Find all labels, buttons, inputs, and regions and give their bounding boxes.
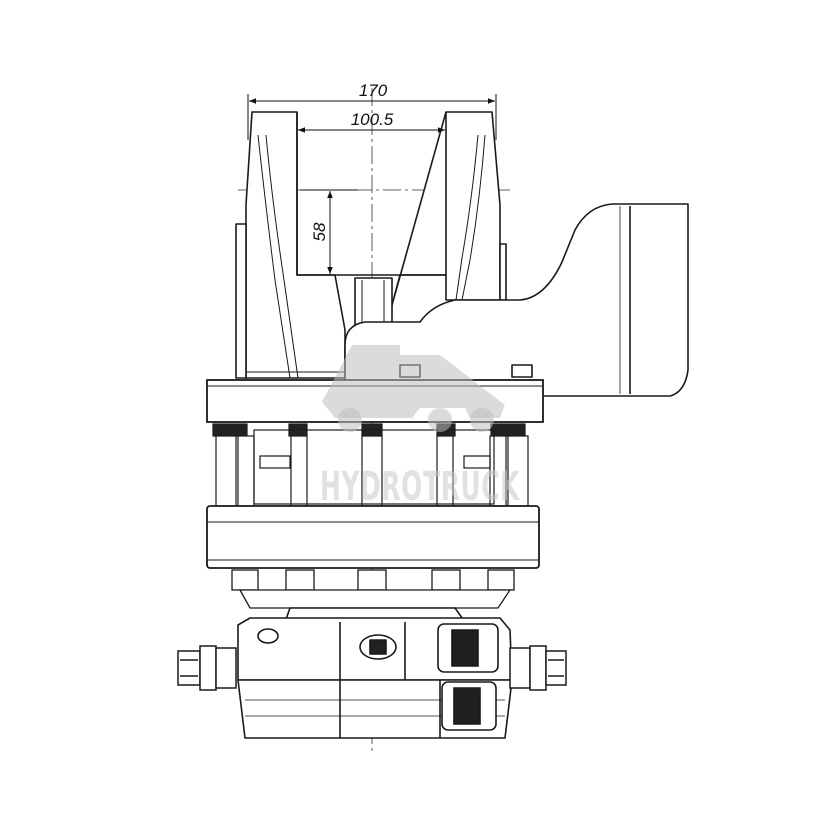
hydraulic-port-housings — [437, 623, 499, 731]
lower-flange — [206, 505, 540, 569]
dimension-label-overall-width: 170 — [359, 81, 388, 100]
hydraulic-fitting-left — [177, 645, 237, 691]
dimension-170 — [247, 94, 497, 140]
bottom-nuts — [231, 569, 515, 609]
dimension-label-slot-depth: 58 — [310, 222, 329, 241]
dimension-58 — [300, 189, 358, 274]
plate-slot-right — [511, 364, 533, 378]
dump-truck-icon — [322, 345, 505, 432]
housing-band — [253, 429, 495, 505]
dimension-label-inner-width: 100.5 — [351, 110, 394, 129]
watermark-text: HYDROTRUCK — [320, 464, 521, 510]
hydraulic-fitting-right — [509, 645, 567, 691]
